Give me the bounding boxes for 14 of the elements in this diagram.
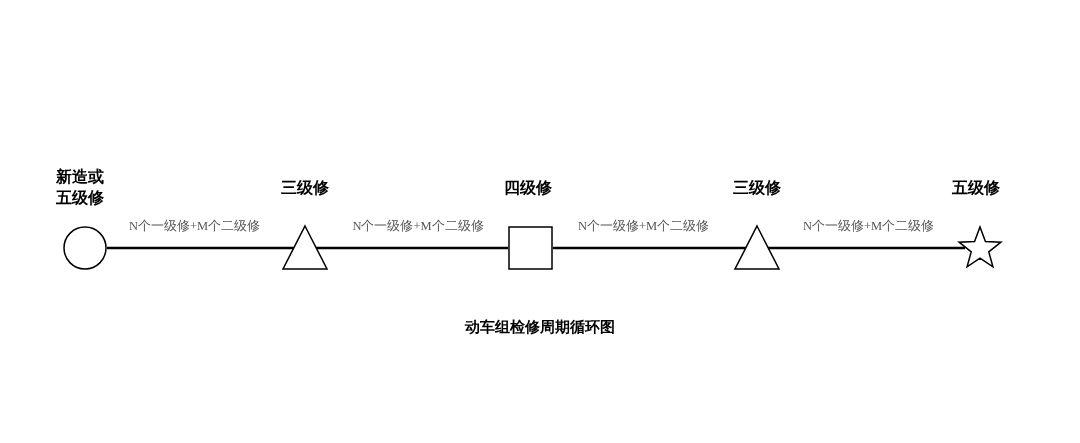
- caption: 动车组检修周期循环图: [463, 318, 616, 337]
- stage-label: 四级修: [503, 177, 553, 198]
- stage-label: 三级修: [280, 177, 330, 198]
- edge-label: N个一级修+M个二级修: [802, 218, 935, 235]
- edge-label: N个一级修+M个二级修: [128, 218, 261, 235]
- stage-label: 三级修: [732, 177, 782, 198]
- edge-label: N个一级修+M个二级修: [577, 218, 710, 235]
- edge-label: N个一级修+M个二级修: [352, 218, 484, 235]
- connector-line: [553, 246, 746, 250]
- stage-label: 五级修: [951, 177, 1001, 198]
- connector-line: [768, 246, 965, 250]
- connector-line: [107, 246, 294, 250]
- connector-line: [316, 246, 508, 250]
- stage-label: 新造或五级修: [55, 166, 105, 208]
